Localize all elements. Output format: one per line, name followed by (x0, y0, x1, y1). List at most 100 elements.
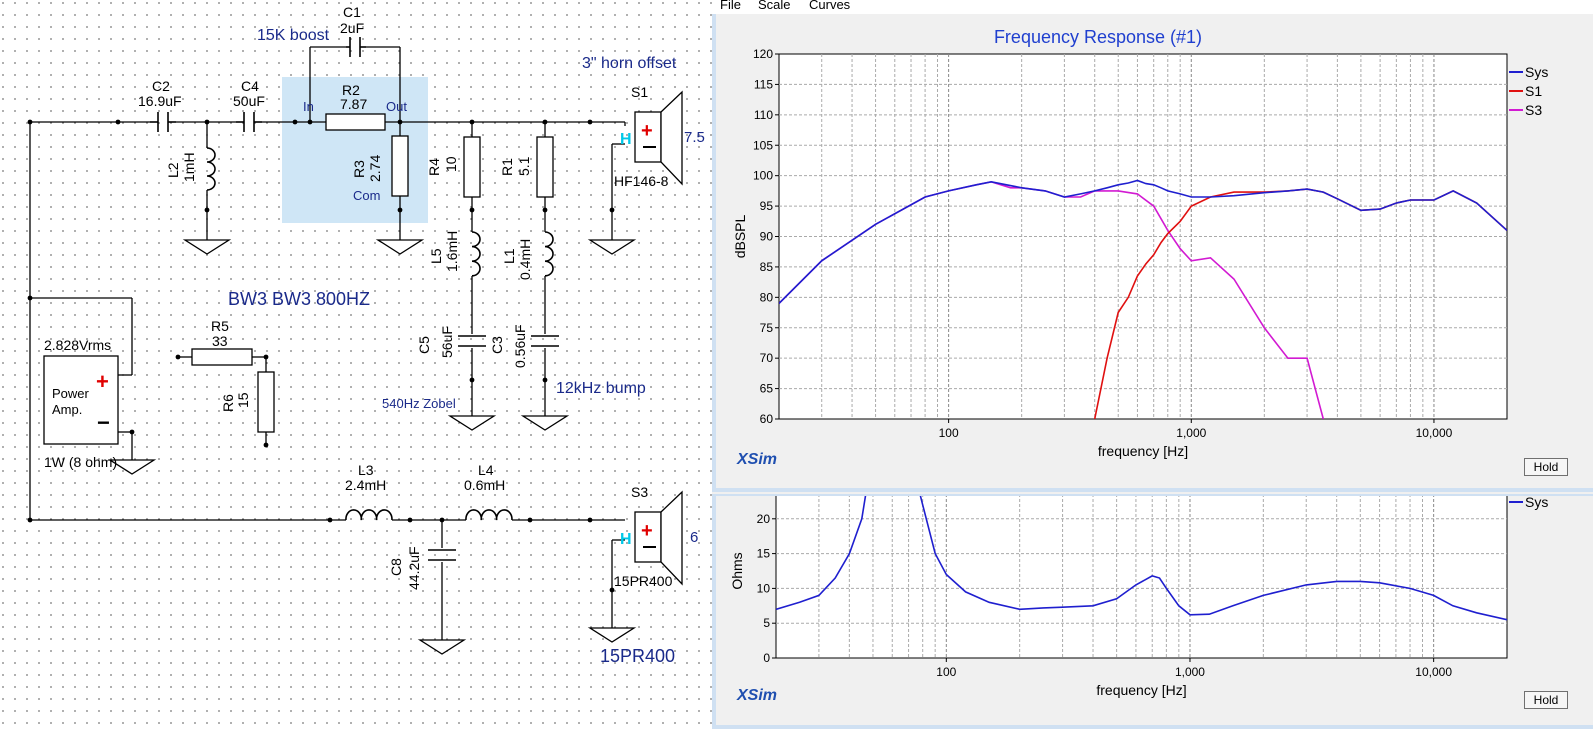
grid-lines (776, 496, 1507, 658)
chart-title: Frequency Response (#1) (994, 27, 1202, 47)
s1-name: S1 (631, 84, 648, 100)
r1-name: R1 (499, 158, 515, 176)
legend-label-s1: S1 (1525, 83, 1542, 99)
note-12khz-bump: 12kHz bump (556, 380, 646, 397)
y-tick-label: 70 (760, 351, 774, 365)
l4-value: 0.6mH (464, 477, 505, 493)
resistor-r4[interactable] (463, 136, 481, 198)
ground-symbol (182, 239, 232, 255)
inductor-l4[interactable] (465, 509, 513, 521)
svg-text:H: H (620, 531, 632, 548)
r6-name: R6 (220, 394, 236, 412)
c2-name: C2 (152, 78, 170, 94)
xsim-logo: XSim (737, 687, 778, 704)
x-tick-label: 1,000 (1176, 426, 1206, 440)
x-axis-label: frequency [Hz] (1098, 443, 1188, 459)
y-tick-label: 105 (753, 138, 773, 152)
c3-value: 0.56uF (512, 324, 528, 368)
y-tick-label: 100 (753, 169, 773, 183)
y-tick-label: 115 (754, 77, 773, 91)
c5-name: C5 (416, 336, 432, 354)
c8-value: 44.2uF (406, 546, 422, 590)
amp-plus-sign: + (96, 369, 109, 394)
capacitor-c3[interactable] (531, 335, 559, 347)
x-tick-label: 1,000 (1175, 665, 1205, 679)
resistor-r2[interactable] (325, 113, 386, 131)
resistor-r5[interactable] (191, 348, 253, 366)
y-tick-label: 0 (763, 651, 770, 665)
grid-lines (779, 54, 1507, 419)
ground-symbol (520, 415, 570, 431)
hold-button[interactable]: Hold (1524, 691, 1568, 709)
svg-text:H: H (620, 131, 632, 148)
amp-minus-sign: − (97, 410, 110, 435)
y-tick-label: 90 (760, 230, 774, 244)
resistor-r3[interactable] (391, 135, 409, 197)
note-woofer-caption: 15PR400 (600, 646, 675, 666)
inductor-l5[interactable] (471, 231, 481, 277)
r6-value: 15 (235, 392, 251, 408)
note-horn-offset: 3" horn offset (582, 55, 677, 72)
x-tick-label: 10,000 (1416, 426, 1453, 440)
l2-name: L2 (165, 162, 181, 178)
capacitor-c8[interactable] (428, 549, 456, 561)
hold-button[interactable]: Hold (1524, 458, 1568, 476)
lpad-in-label: In (303, 99, 314, 114)
resistor-r1[interactable] (536, 136, 554, 198)
c8-name: C8 (388, 558, 404, 576)
inductor-l2[interactable] (206, 147, 216, 191)
menu-curves[interactable]: Curves (809, 0, 851, 12)
y-tick-label: 15 (757, 547, 771, 561)
menu-scale[interactable]: Scale (758, 0, 791, 12)
resistor-r6[interactable] (257, 371, 275, 433)
r5-name: R5 (211, 318, 229, 334)
y-tick-label: 5 (763, 616, 770, 630)
amp-label-line1: Power (52, 386, 90, 401)
l5-value: 1.6mH (444, 231, 460, 272)
ground-symbol (587, 239, 637, 255)
capacitor-c5[interactable] (458, 335, 486, 347)
l1-name: L1 (501, 248, 517, 264)
note-zobel: 540Hz Zobel (382, 396, 456, 411)
capacitor-c1[interactable] (346, 37, 366, 57)
ground-symbol (447, 415, 497, 431)
c1-name: C1 (343, 4, 361, 20)
x-axis-label: frequency [Hz] (1096, 682, 1186, 698)
x-tick-label: 100 (939, 426, 959, 440)
r5-value: 33 (212, 333, 228, 349)
series-line-sys (776, 496, 1507, 621)
plot-area[interactable] (778, 53, 1508, 420)
plot-area[interactable] (775, 496, 1508, 659)
l3-value: 2.4mH (345, 477, 386, 493)
amp-label-line2: Amp. (52, 402, 82, 417)
y-tick-label: 20 (757, 512, 771, 526)
svg-text:+: + (641, 120, 653, 142)
capacitor-c2[interactable] (150, 112, 176, 132)
menu-file[interactable]: File (720, 0, 741, 12)
inductor-l3[interactable] (345, 509, 393, 521)
series-line-sys (779, 179, 1507, 304)
r4-name: R4 (426, 158, 442, 176)
r2-name: R2 (342, 82, 360, 98)
l4-name: L4 (478, 462, 494, 478)
ground-symbol (417, 639, 467, 655)
lpad-com-label: Com (353, 188, 380, 203)
speaker-s1[interactable]: + H (620, 90, 683, 186)
s3-name: S3 (631, 484, 648, 500)
svg-text:+: + (641, 520, 653, 542)
c5-value: 56uF (439, 326, 455, 358)
l1-value: 0.4mH (517, 239, 533, 280)
y-axis-label: Ohms (729, 552, 745, 589)
power-amp-block[interactable] (43, 355, 119, 445)
r3-name: R3 (351, 160, 367, 178)
capacitor-c4[interactable] (236, 112, 262, 132)
y-tick-label: 60 (760, 412, 774, 426)
inductor-l1[interactable] (544, 231, 554, 277)
c3-name: C3 (489, 336, 505, 354)
speaker-s3[interactable]: + H (620, 490, 683, 586)
ground-symbol (375, 239, 425, 255)
